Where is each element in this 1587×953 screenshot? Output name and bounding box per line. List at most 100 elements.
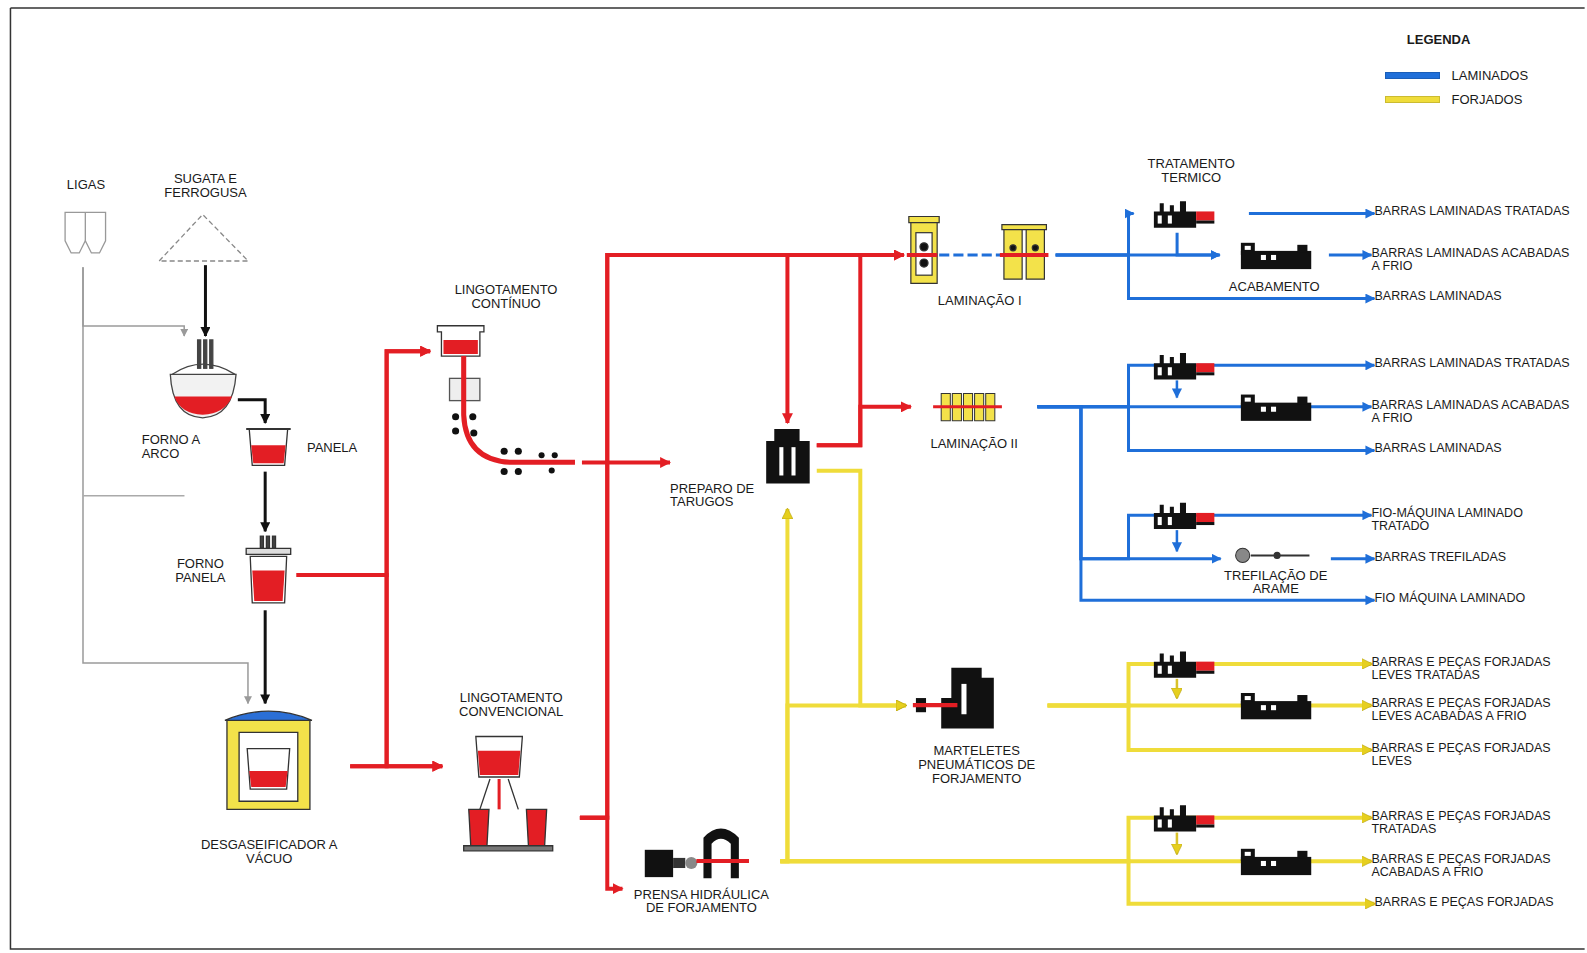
flow-connector (297, 351, 431, 575)
rolling-mill-1 (1002, 225, 1047, 230)
heat-treatment-icon (1154, 805, 1215, 831)
finishing-icon (1241, 693, 1312, 719)
ladle-furnace (272, 536, 275, 548)
product-label: BARRAS E PEÇAS FORJADAS TRATADAS (1371, 810, 1578, 836)
wire-drawing-icon (1236, 548, 1310, 562)
pneumatic-hammer (961, 684, 966, 714)
transfer-arrow (1176, 380, 1179, 853)
ingot-casting (476, 737, 523, 777)
equipment-node: LINGOTAMENTO CONVENCIONAL (442, 691, 580, 853)
rolling-mill-1 (920, 243, 928, 251)
billet-grinder (766, 429, 810, 484)
product-node: BARRAS LAMINADAS ACABADAS A FRIO (1371, 247, 1584, 273)
continuous-caster (501, 448, 508, 455)
flow-connector (350, 351, 430, 766)
flow-connector (297, 575, 443, 766)
hydraulic-press (685, 857, 697, 869)
equipment-label: SUGATA E FERROGUSA (155, 172, 256, 199)
continuous-caster (539, 452, 545, 458)
flow-connector (238, 400, 265, 423)
continuous-caster (452, 413, 558, 475)
continuous-caster (464, 356, 575, 462)
finishing-icon (1241, 243, 1312, 875)
rolling-mill-2 (933, 394, 1002, 421)
pneumatic-hammer (913, 703, 958, 707)
product-label: BARRAS E PEÇAS FORJADAS LEVES (1371, 742, 1578, 768)
product-label: BARRAS LAMINADAS ACABADAS A FRIO (1371, 247, 1578, 273)
continuous-caster (501, 468, 508, 475)
arc-furnace (170, 340, 236, 418)
equipment-node: PREPARO DE TARUGOS (670, 423, 817, 509)
vacuum-degasser (225, 711, 312, 720)
arc-furnace (198, 340, 201, 368)
equipment-node: MARTELETES PNEUMÁTICOS DE FORJAMENTO (906, 660, 1048, 786)
continuous-caster (437, 326, 484, 356)
rolling-mill-1 (907, 253, 1049, 257)
product-label: BARRAS E PEÇAS FORJADAS LEVES ACABADAS A… (1371, 697, 1578, 723)
flow-connector (264, 610, 267, 703)
ingot-casting (469, 809, 489, 845)
heat-treatment-icon (1154, 503, 1215, 529)
equipment-node: LAMINAÇÃO II (911, 390, 1038, 451)
flow-connector (1056, 214, 1134, 255)
transfer-arrow (1176, 833, 1179, 854)
flow-connector (264, 472, 267, 532)
ligas-silo (65, 212, 105, 252)
billet-grinder (791, 447, 795, 475)
arc-furnace (174, 397, 232, 415)
continuous-caster (470, 429, 477, 436)
product-node: BARRAS LAMINADAS (1374, 290, 1581, 303)
rolling-mill-1 (1032, 245, 1038, 251)
pneumatic-hammer (913, 668, 994, 729)
equipment-label: LIGAS (67, 178, 105, 192)
flow-connector (1056, 255, 1375, 299)
equipment-label: PREPARO DE TARUGOS (670, 482, 776, 509)
pneumatic-hammer (941, 668, 994, 729)
flow-connector (1048, 705, 1372, 750)
equipment-node: TRATAMENTO TERMICO (1134, 157, 1249, 233)
equipment-node: ACABAMENTO (1220, 238, 1329, 294)
equipment-node: DESGASEIFICADOR A VÁCUO (188, 703, 350, 865)
product-label: FIO MÁQUINA LAMINADO (1374, 592, 1525, 605)
ligas-silo (83, 495, 184, 496)
ladle-furnace (252, 571, 284, 601)
equipment-label: TRATAMENTO TERMICO (1137, 157, 1246, 184)
flow-connector (580, 818, 623, 889)
product-label: FIO-MÁQUINA LAMINADO TRATADO (1371, 507, 1578, 533)
flow-connector (1177, 233, 1220, 255)
ingot-casting (464, 846, 553, 851)
rolling-mill-1 (1010, 245, 1016, 251)
flow-connector (817, 471, 906, 706)
arc-furnace (210, 340, 213, 368)
hydraulic-press (645, 829, 749, 879)
wire-drawing-icon (1236, 548, 1250, 562)
flow-connector (83, 267, 248, 703)
flow-connector (580, 255, 904, 818)
flow-connector (817, 407, 911, 445)
continuous-caster (452, 427, 459, 434)
wire-drawing-icon (1274, 552, 1280, 558)
hydraulic-press (696, 859, 749, 863)
ladle-furnace (266, 536, 269, 548)
product-label: BARRAS LAMINADAS (1374, 442, 1501, 455)
flow-connector (1331, 557, 1375, 560)
product-node: BARRAS E PEÇAS FORJADAS LEVES ACABADAS A… (1371, 697, 1584, 723)
equipment-label: ACABAMENTO (1229, 280, 1320, 294)
equipment-node: FORNO PANELA (167, 531, 297, 610)
product-node: BARRAS E PEÇAS FORJADAS (1374, 896, 1581, 909)
billet-grinder (779, 447, 783, 475)
product-node: FIO-MÁQUINA LAMINADO TRATADO (1371, 507, 1584, 533)
ladle (251, 445, 285, 463)
equipment-label: DESGASEIFICADOR A VÁCUO (198, 838, 340, 865)
flow-connector (1037, 407, 1220, 559)
vacuum-degasser (249, 771, 287, 787)
product-label: BARRAS LAMINADAS (1374, 290, 1501, 303)
billet-grinder (766, 429, 810, 484)
product-label: BARRAS E PEÇAS FORJADAS (1374, 896, 1553, 909)
equipment-node: TREFILAÇÃO DE ARAME (1221, 544, 1331, 597)
product-label: BARRAS E PEÇAS FORJADAS ACABADAS A FRIO (1371, 853, 1578, 879)
equipment-label: MARTELETES PNEUMÁTICOS DE FORJAMENTO (912, 744, 1042, 785)
vacuum-degasser (225, 711, 312, 809)
